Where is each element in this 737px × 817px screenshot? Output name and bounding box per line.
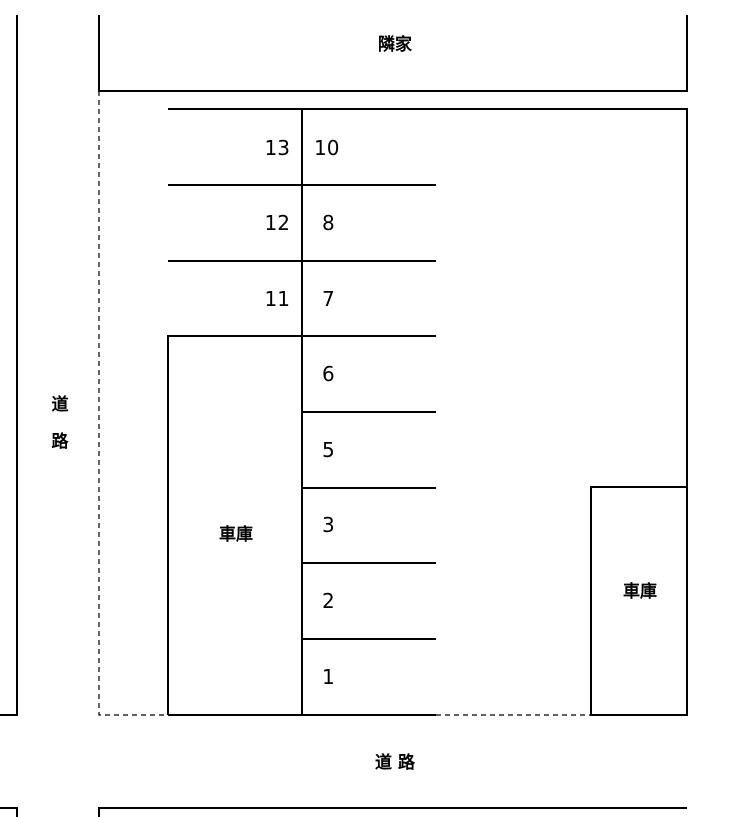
space-number-11: 11 [265,287,290,311]
bottom-right-block-edge [98,807,687,817]
space-number-5: 5 [322,438,335,462]
neighbor-house-label: 隣家 [378,34,412,55]
space-number-6: 6 [322,362,335,386]
bottom-left-block-edge [0,807,18,817]
garage-left-label: 車庫 [219,524,253,545]
space-number-10: 10 [314,136,339,160]
garage-right-label: 車庫 [623,581,657,602]
space-number-12: 12 [265,211,290,235]
garage-left-outline [167,335,302,715]
road-label-bottom: 道 路 [375,752,416,773]
neighbor-house-outline [98,15,688,92]
space-number-2: 2 [322,589,335,613]
road-label-left-1: 道 [52,394,69,415]
left-road-edge [0,15,18,716]
space-number-3: 3 [322,513,335,537]
space-number-1: 1 [322,665,335,689]
road-label-left-2: 路 [52,431,70,452]
space-number-8: 8 [322,211,335,235]
space-number-7: 7 [322,287,335,311]
space-number-13: 13 [265,136,290,160]
property-boundary-dashed [98,91,168,716]
garage-right-outline [590,486,688,716]
